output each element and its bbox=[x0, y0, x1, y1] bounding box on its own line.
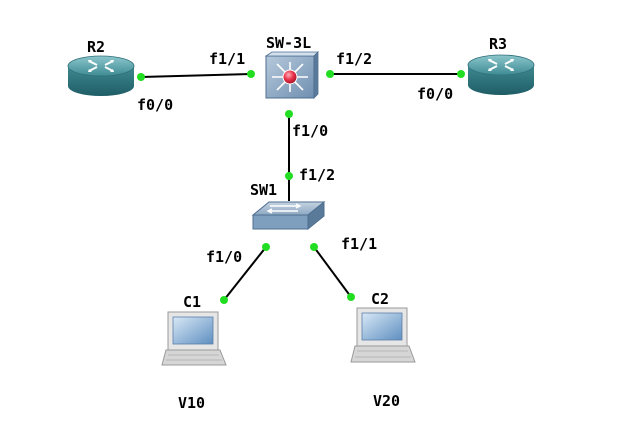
port-label-sw3l-f1-1: f1/1 bbox=[209, 50, 245, 68]
r2-label: R2 bbox=[87, 38, 105, 56]
port-label-sw1-f1-2: f1/2 bbox=[299, 166, 335, 184]
port-label-sw1-f1-0: f1/0 bbox=[206, 248, 242, 266]
multilayer-switch-sw-3l[interactable]: SW-3L bbox=[264, 34, 319, 99]
switch-sw1[interactable]: SW1 bbox=[250, 181, 326, 231]
router-r2[interactable]: R2 bbox=[67, 38, 135, 96]
port-dot-sw3l-f1-0 bbox=[285, 110, 293, 118]
port-labels: f0/0 f1/1 f1/2 f0/0 f1/0 f1/2 f1/0 f1/1 bbox=[137, 50, 453, 266]
vlan-label-c2: V20 bbox=[373, 392, 400, 410]
link-sw1-c1[interactable] bbox=[223, 246, 267, 301]
link-sw1-c2[interactable] bbox=[313, 246, 352, 298]
router-r3[interactable]: R3 bbox=[467, 35, 535, 95]
pc-icon bbox=[161, 311, 227, 366]
port-dot-sw3l-f1-2 bbox=[326, 70, 334, 78]
port-label-sw3l-f1-0: f1/0 bbox=[292, 122, 328, 140]
pc-icon bbox=[350, 307, 416, 363]
port-dot-sw3l-f1-1 bbox=[247, 70, 255, 78]
c1-label: C1 bbox=[183, 293, 201, 311]
port-label-sw1-f1-1: f1/1 bbox=[341, 235, 377, 253]
link-r2-sw3l[interactable] bbox=[140, 73, 252, 78]
port-dot-r2-f0-0 bbox=[137, 73, 145, 81]
switch-icon bbox=[251, 200, 326, 231]
port-dot-sw1-f1-1 bbox=[310, 243, 318, 251]
router-icon bbox=[467, 54, 535, 95]
sw1-label: SW1 bbox=[250, 181, 277, 199]
pc-c2[interactable]: C2 bbox=[350, 290, 416, 363]
r3-label: R3 bbox=[489, 35, 507, 53]
port-dot-sw1-f1-0 bbox=[262, 243, 270, 251]
port-label-sw3l-f1-2: f1/2 bbox=[336, 50, 372, 68]
port-dot-r3-f0-0 bbox=[457, 70, 465, 78]
sw-3l-label: SW-3L bbox=[266, 34, 311, 52]
links bbox=[140, 73, 461, 301]
vlan-labels: V10 V20 bbox=[178, 392, 400, 412]
vlan-label-c1: V10 bbox=[178, 394, 205, 412]
port-label-r2-f0-0: f0/0 bbox=[137, 96, 173, 114]
router-icon bbox=[67, 55, 135, 96]
pc-c1[interactable]: C1 bbox=[161, 293, 227, 366]
port-dot-c2 bbox=[347, 293, 355, 301]
port-label-r3-f0-0: f0/0 bbox=[417, 85, 453, 103]
multilayer-switch-icon bbox=[264, 51, 319, 99]
port-dot-sw1-f1-2 bbox=[285, 172, 293, 180]
c2-label: C2 bbox=[371, 290, 389, 308]
port-dots bbox=[137, 70, 465, 304]
port-dot-c1 bbox=[220, 296, 228, 304]
